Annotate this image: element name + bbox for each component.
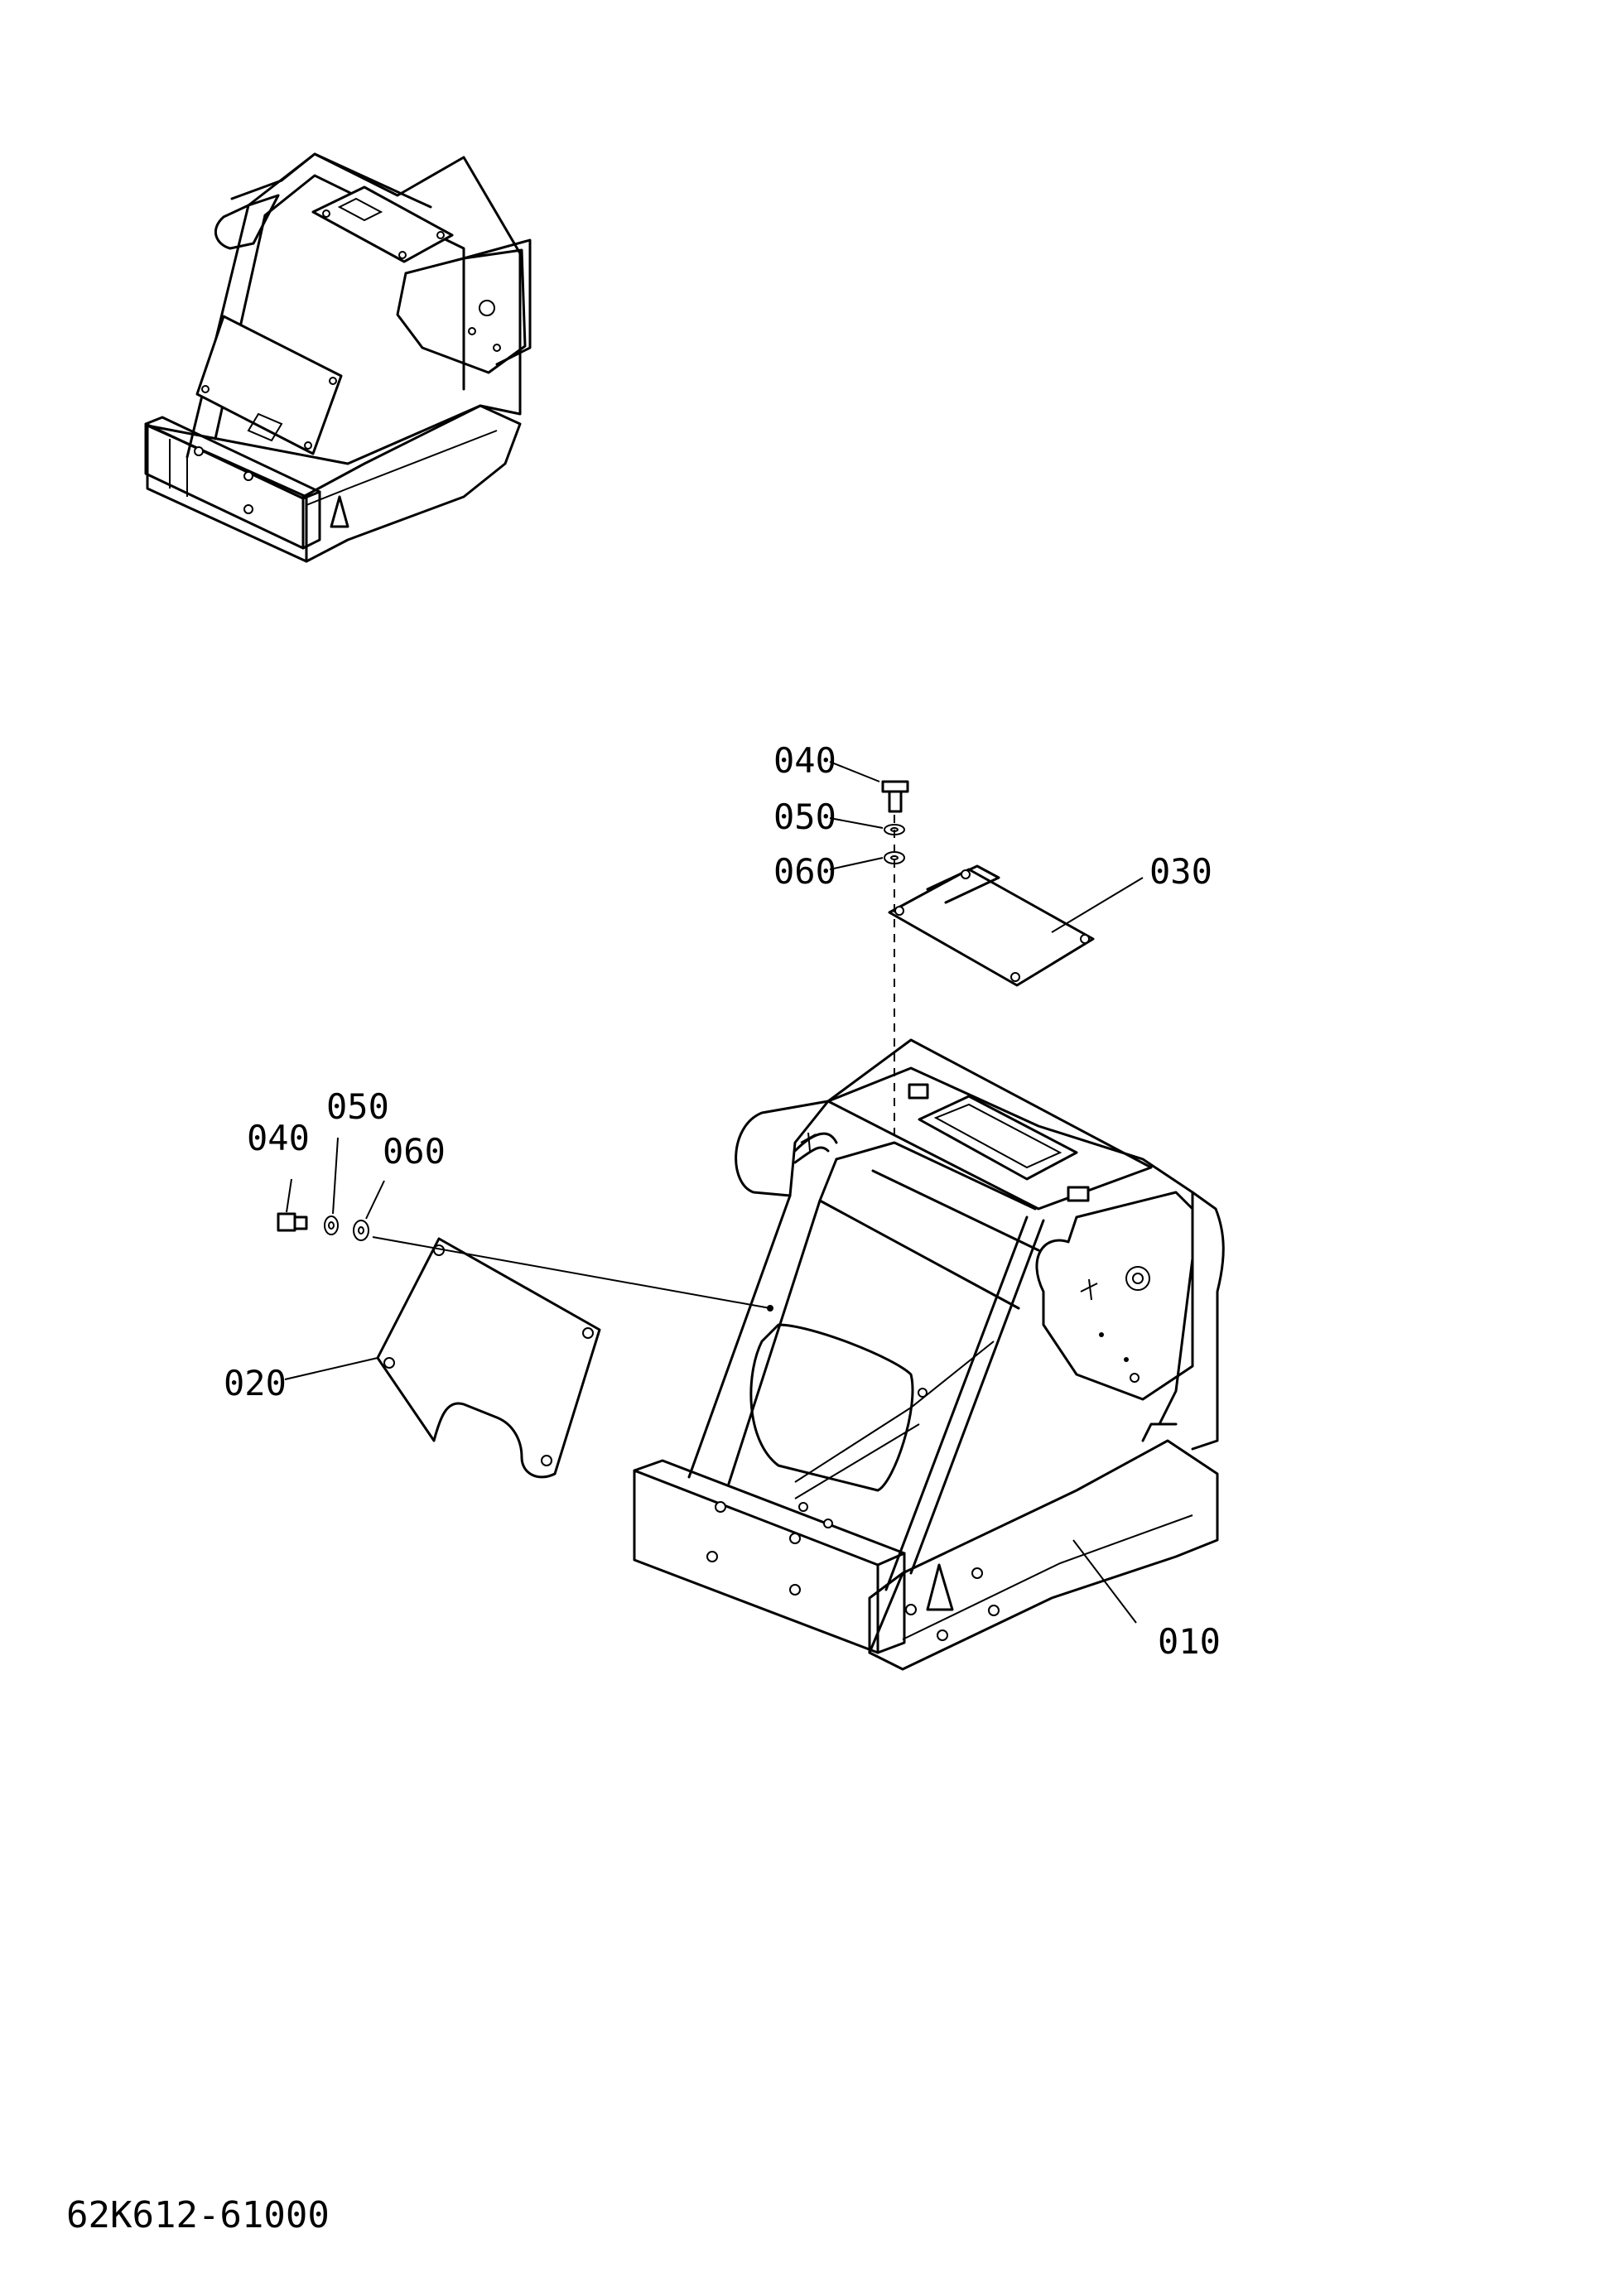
leader-lines <box>284 761 1144 1624</box>
drawing-number: 62K612-61000 <box>66 2194 330 2236</box>
top-fasteners <box>881 780 909 1143</box>
side-fasteners <box>277 1212 771 1309</box>
callout-top-washer-2: 060 <box>773 851 836 892</box>
callout-side-washer-2: 060 <box>383 1131 446 1172</box>
main-frame-010 <box>633 1038 1225 1671</box>
assembled-frame-thumbnail <box>144 152 532 563</box>
callout-top-cover: 030 <box>1149 851 1212 892</box>
callout-frame: 010 <box>1158 1621 1221 1662</box>
top-cover-030 <box>888 864 1095 987</box>
callout-side-bolt: 040 <box>247 1118 310 1158</box>
callout-side-cover: 020 <box>224 1363 287 1403</box>
callout-top-bolt: 040 <box>773 740 836 781</box>
callout-top-washer-1: 050 <box>773 797 836 837</box>
side-cover-020 <box>376 1237 601 1479</box>
callout-side-washer-1: 050 <box>326 1086 389 1127</box>
